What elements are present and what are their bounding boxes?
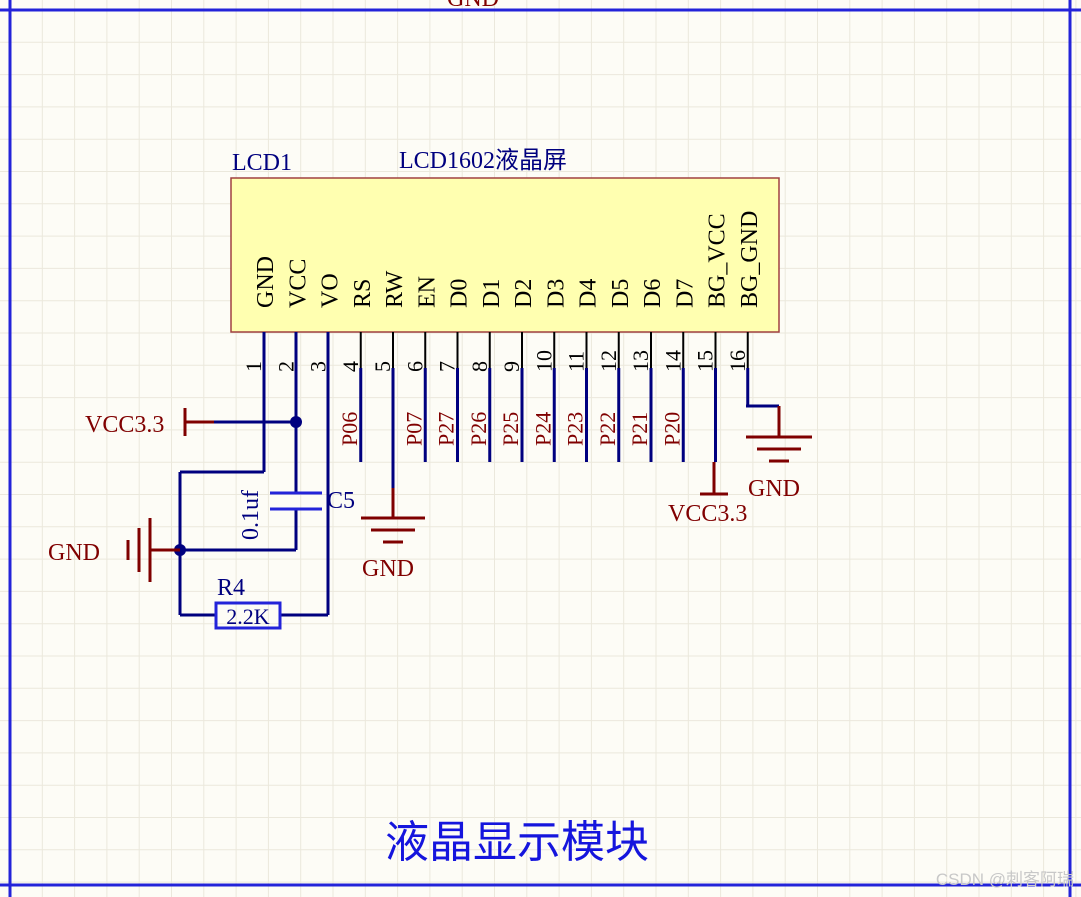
res-designator: R4 <box>217 575 245 601</box>
pin-number: 15 <box>693 350 718 372</box>
pin-name: RS <box>350 279 376 308</box>
pin-number: 7 <box>435 361 460 372</box>
pin-number: 16 <box>725 350 750 372</box>
pin-name: GND <box>253 256 279 308</box>
net-label: P27 <box>434 412 459 446</box>
pin-number: 14 <box>660 350 685 372</box>
pin-6[interactable]: 6 EN P07 <box>401 276 440 462</box>
pin-name: D5 <box>608 279 634 308</box>
pin-name: VO <box>318 273 344 308</box>
net-label: P26 <box>466 412 491 446</box>
pin-name: VCC <box>285 259 311 308</box>
pin-name: BG_GND <box>737 211 763 308</box>
gnd-left-port: GND <box>48 518 180 582</box>
pin-name: EN <box>414 276 440 308</box>
net-label: P06 <box>337 412 362 446</box>
net-label: P25 <box>498 412 523 446</box>
vcc-bg-label: VCC3.3 <box>668 501 747 527</box>
gnd-rw-label: GND <box>362 556 414 582</box>
pin-number: 5 <box>370 361 395 372</box>
cap-designator: C5 <box>327 488 355 514</box>
pin-number: 6 <box>402 361 427 372</box>
net-label: P20 <box>659 412 684 446</box>
net-label: P23 <box>563 412 588 446</box>
pin-number: 11 <box>564 351 589 372</box>
pin-number: 2 <box>273 361 298 372</box>
resistor-r4[interactable]: 2.2K R4 <box>214 575 282 630</box>
pin-number: 9 <box>499 361 524 372</box>
pin-4[interactable]: 4 RS P06 <box>337 279 376 462</box>
res-value: 2.2K <box>226 604 270 629</box>
pin-name: RW <box>382 270 408 308</box>
gnd-left-label: GND <box>48 540 100 566</box>
watermark: CSDN @刺客阿瑞 <box>936 870 1074 889</box>
pin-5[interactable]: 5 RW <box>370 270 408 488</box>
lcd-designator: LCD1 <box>232 150 292 176</box>
pin-16[interactable]: 16 BG_GND <box>725 211 763 406</box>
pin-number: 13 <box>628 350 653 372</box>
pin-number: 4 <box>338 361 363 372</box>
lcd-name: LCD1602液晶屏 <box>399 147 567 174</box>
vcc-left-port: VCC3.3 <box>85 408 214 438</box>
pin-name: D3 <box>543 279 569 308</box>
vcc-left-label: VCC3.3 <box>85 412 164 438</box>
pin-name: D4 <box>576 279 602 308</box>
pin-number: 10 <box>531 350 556 372</box>
vcc-bg-port: VCC3.3 <box>668 462 747 527</box>
net-label: P07 <box>401 412 426 446</box>
pin-15[interactable]: 15 BG_VCC <box>693 213 731 462</box>
gnd-bg-label: GND <box>748 476 800 502</box>
lcd-body[interactable] <box>230 177 780 333</box>
pin-number: 12 <box>596 350 621 372</box>
pin-name: D6 <box>640 279 666 308</box>
left-wiring <box>150 332 330 617</box>
net-label: P21 <box>627 412 652 446</box>
gnd-rw-port: GND <box>361 488 425 582</box>
pin-name: D7 <box>672 279 698 308</box>
cap-value: 0.1uf <box>238 490 264 540</box>
pin-name: D0 <box>447 279 473 308</box>
junction-vcc <box>290 416 302 428</box>
res-body <box>214 601 282 630</box>
gnd-bg-port: GND <box>746 404 812 502</box>
pin-name: D2 <box>511 279 537 308</box>
capacitor-c5[interactable]: C5 0.1uf <box>238 488 355 540</box>
pin-2[interactable]: 2 VCC <box>273 259 311 372</box>
pin-number: 8 <box>467 361 492 372</box>
top-gnd-label: GND <box>447 0 499 12</box>
net-label: P22 <box>595 412 620 446</box>
pin-name: BG_VCC <box>705 213 731 308</box>
pin-number: 3 <box>306 361 331 372</box>
net-label: P24 <box>530 412 555 446</box>
pin-name: D1 <box>479 279 505 308</box>
module-title: 液晶显示模块 <box>385 818 649 867</box>
pin-number: 1 <box>241 361 266 372</box>
